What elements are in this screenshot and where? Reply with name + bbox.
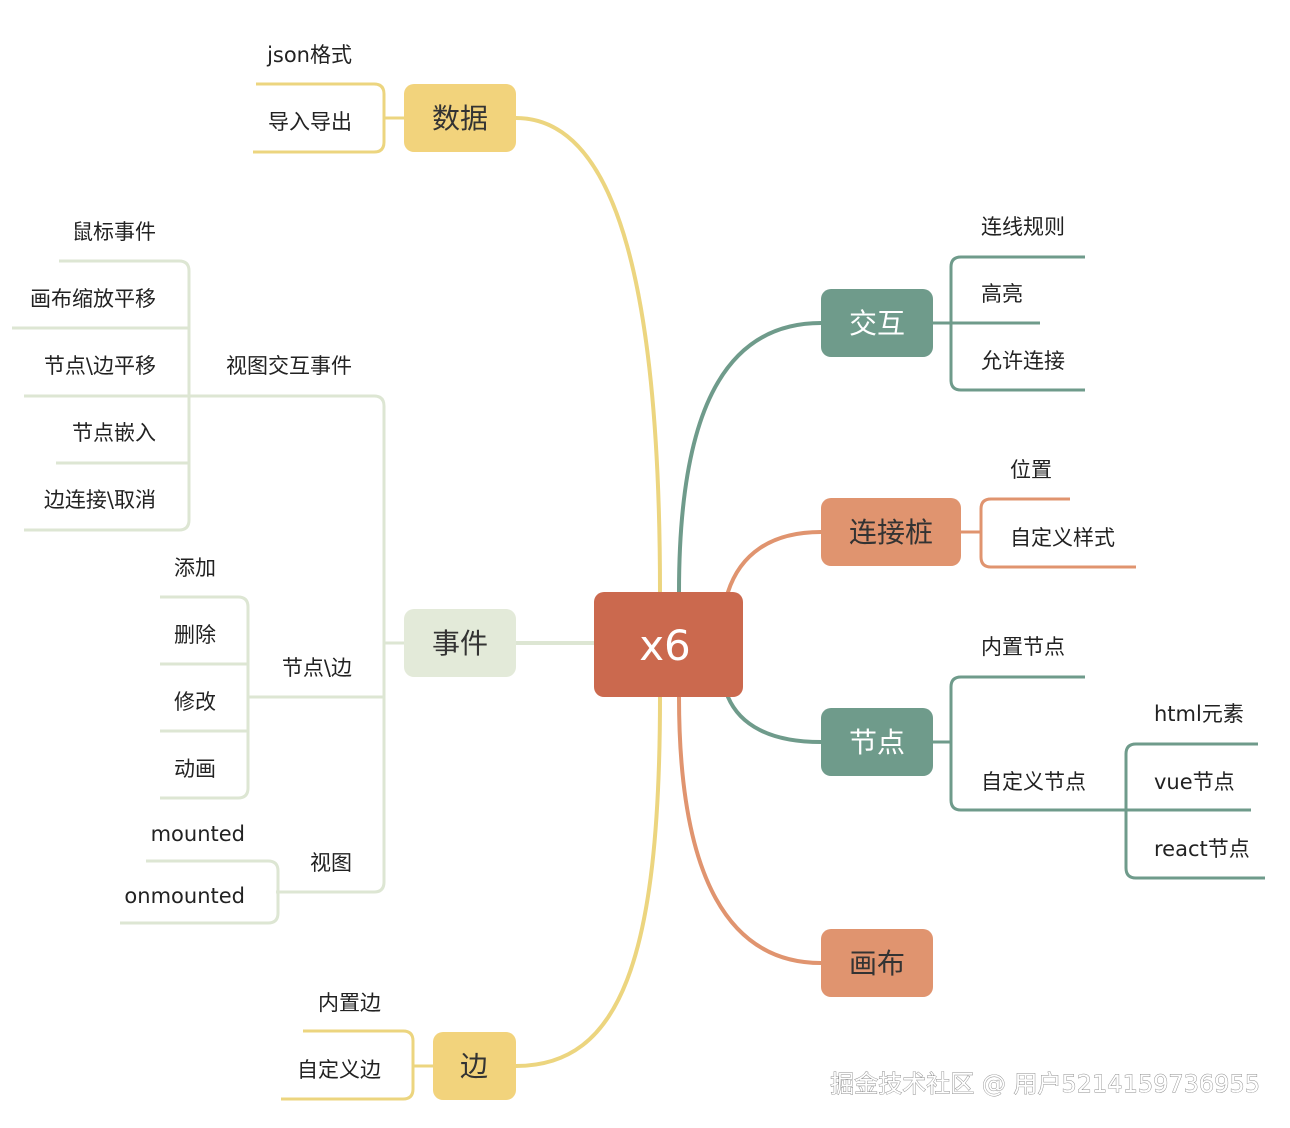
main-connectors <box>514 116 823 1068</box>
leaf-builtin-node[interactable]: 内置节点 <box>981 635 1065 659</box>
connector-interaction <box>677 321 823 594</box>
leaf-highlight[interactable]: 高亮 <box>981 282 1023 306</box>
leaf-json-format[interactable]: json格式 <box>266 43 352 67</box>
leaf-delete[interactable]: 删除 <box>174 623 216 647</box>
leaf-custom-edge[interactable]: 自定义边 <box>297 1058 381 1082</box>
leaf-import-export[interactable]: 导入导出 <box>268 110 352 134</box>
leaf-onmounted[interactable]: onmounted <box>124 884 245 908</box>
leaf-animation[interactable]: 动画 <box>174 757 216 781</box>
leaf-position[interactable]: 位置 <box>1010 458 1052 482</box>
interaction-children: 连线规则 高亮 允许连接 <box>981 215 1065 373</box>
data-children: json格式 导入导出 <box>266 43 352 134</box>
leaf-node-edge-pan[interactable]: 节点\边平移 <box>44 354 156 378</box>
data-label: 数据 <box>432 102 488 135</box>
node-children: 内置节点 自定义节点 html元素 vue节点 react节点 <box>981 635 1250 861</box>
connector-port <box>726 530 823 594</box>
leaf-html-element[interactable]: html元素 <box>1154 702 1244 726</box>
node-edge[interactable]: 边 <box>433 1032 516 1100</box>
connector-node <box>726 695 823 744</box>
group-view-interaction-label[interactable]: 视图交互事件 <box>226 354 352 378</box>
events-node-edge: 节点\边 添加 删除 修改 动画 <box>174 556 352 781</box>
right-brackets <box>933 255 1265 880</box>
node-events[interactable]: 事件 <box>404 609 516 677</box>
node-canvas[interactable]: 画布 <box>821 929 933 997</box>
node-port[interactable]: 连接桩 <box>821 498 961 566</box>
leaf-builtin-edge[interactable]: 内置边 <box>318 991 381 1015</box>
leaf-edge-connect-cancel[interactable]: 边连接\取消 <box>44 488 156 512</box>
port-label: 连接桩 <box>849 516 933 549</box>
edge-label: 边 <box>460 1050 488 1083</box>
events-label: 事件 <box>432 627 488 660</box>
leaf-mounted[interactable]: mounted <box>151 822 245 846</box>
group-node-edge-label[interactable]: 节点\边 <box>282 656 352 680</box>
node-node[interactable]: 节点 <box>821 708 933 776</box>
leaf-canvas-zoom-pan[interactable]: 画布缩放平移 <box>30 287 156 311</box>
leaf-modify[interactable]: 修改 <box>174 690 216 714</box>
node-label: 节点 <box>849 726 905 759</box>
leaf-mouse-events[interactable]: 鼠标事件 <box>72 220 156 244</box>
port-children: 位置 自定义样式 <box>1010 458 1115 550</box>
leaf-allow-connect[interactable]: 允许连接 <box>981 349 1065 373</box>
leaf-custom-node[interactable]: 自定义节点 <box>981 770 1086 794</box>
leaf-react-node[interactable]: react节点 <box>1154 837 1250 861</box>
node-data[interactable]: 数据 <box>404 84 516 152</box>
leaf-connection-rules[interactable]: 连线规则 <box>981 215 1065 239</box>
interaction-label: 交互 <box>849 307 905 340</box>
group-view-label[interactable]: 视图 <box>310 851 352 875</box>
events-view-interaction: 视图交互事件 鼠标事件 画布缩放平移 节点\边平移 节点嵌入 边连接\取消 <box>30 220 352 512</box>
watermark: 掘金技术社区 @ 用户5214159736955 <box>830 1070 1260 1098</box>
edge-children: 内置边 自定义边 <box>297 991 381 1082</box>
left-brackets <box>12 82 433 1101</box>
node-root[interactable]: x6 <box>594 592 743 697</box>
leaf-add[interactable]: 添加 <box>174 556 216 580</box>
node-interaction[interactable]: 交互 <box>821 289 933 357</box>
leaf-custom-style[interactable]: 自定义样式 <box>1010 526 1115 550</box>
connector-edge <box>514 695 662 1068</box>
root-label: x6 <box>639 621 691 670</box>
leaf-vue-node[interactable]: vue节点 <box>1154 770 1235 794</box>
events-view: 视图 mounted onmounted <box>124 822 352 908</box>
canvas-label: 画布 <box>849 947 905 980</box>
connector-data <box>514 116 662 594</box>
connector-canvas <box>677 695 823 965</box>
leaf-node-embed[interactable]: 节点嵌入 <box>72 421 156 445</box>
